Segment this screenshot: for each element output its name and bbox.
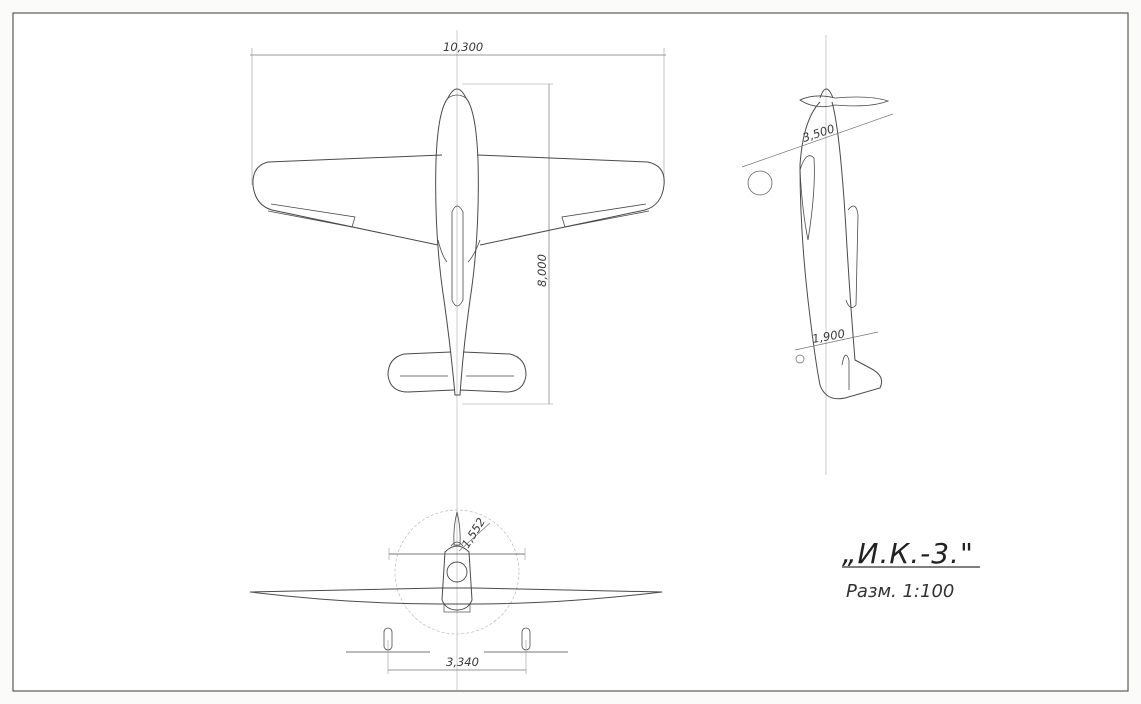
track-dimension-label: 3,340 xyxy=(446,655,479,669)
span-dimension-label: 10,300 xyxy=(443,40,483,54)
front-view-fuselage xyxy=(441,545,473,611)
side-prop-dimension-line xyxy=(741,113,894,168)
side-tail-dimension-line xyxy=(794,331,879,351)
side-view-fin xyxy=(841,354,850,390)
front-view-wing xyxy=(249,587,663,605)
side-view-propeller xyxy=(799,95,890,108)
top-view-canopy xyxy=(451,205,464,307)
top-view-spinner xyxy=(447,94,467,99)
top-view-fuselage xyxy=(435,88,479,396)
front-prop-disc xyxy=(394,509,520,635)
top-view-wing xyxy=(252,154,665,246)
side-tail-wheel-circle xyxy=(795,354,805,364)
drawing-frame xyxy=(12,12,1129,692)
top-view-tailplane xyxy=(387,351,527,393)
side-view-wing xyxy=(845,205,859,308)
drawing-scale: Разм. 1:100 xyxy=(846,581,954,602)
side-view-fuselage xyxy=(799,101,883,400)
side-tail-dimension-label: 1,900 xyxy=(811,326,846,346)
top-view: 10,300 8,000 xyxy=(250,30,666,690)
length-dimension-label: 8,000 xyxy=(535,254,549,287)
side-view-canopy xyxy=(799,155,815,241)
drawing-title: „И.К.-3." xyxy=(842,537,974,570)
side-prop-hub-circle xyxy=(747,170,773,196)
front-prop-blade xyxy=(453,511,461,546)
left-aileron xyxy=(267,203,356,228)
side-view: 3,500 1,900 xyxy=(741,35,894,475)
title-block: „И.К.-3." Разм. 1:100 xyxy=(842,537,980,602)
right-aileron xyxy=(561,203,650,228)
front-view-spinner xyxy=(446,561,468,583)
